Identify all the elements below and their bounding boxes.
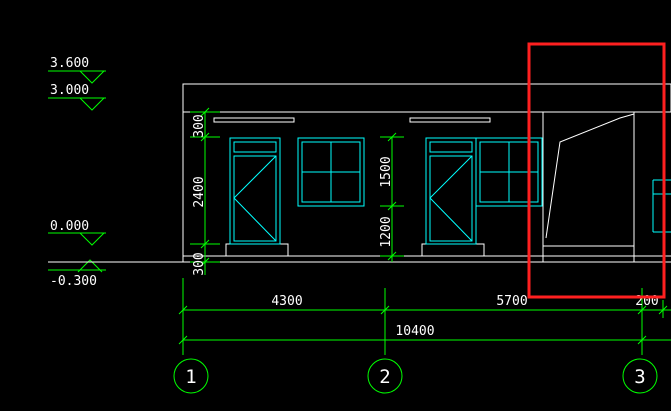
door-step-1 xyxy=(225,243,289,257)
level-label-3600: 3.600 xyxy=(50,56,89,71)
vertical-dimension-center xyxy=(380,132,404,262)
door-1 xyxy=(229,137,281,245)
level-marker-minus0300 xyxy=(48,259,106,273)
axis-bubble-3 xyxy=(622,358,658,394)
axis-label-3: 3 xyxy=(634,366,645,388)
door-step-2 xyxy=(421,243,485,257)
level-markers xyxy=(48,70,106,273)
grid-axis-bubbles xyxy=(173,358,658,394)
dim-10400: 10400 xyxy=(395,324,434,339)
dim-300-bottom: 300 xyxy=(192,252,207,275)
axis-bubble-1 xyxy=(173,358,209,394)
window-2 xyxy=(475,137,543,207)
level-marker-3000 xyxy=(48,97,106,111)
dim-4300: 4300 xyxy=(271,294,302,309)
window-1 xyxy=(297,137,365,207)
selection-highlight-box xyxy=(527,42,666,299)
level-marker-0000 xyxy=(48,232,106,246)
dim-300-top: 300 xyxy=(192,114,207,137)
horizontal-dimensions xyxy=(178,278,671,355)
dim-2400: 2400 xyxy=(192,176,207,207)
opening-sketch xyxy=(545,113,635,239)
door-2 xyxy=(425,137,477,245)
level-label-minus0300: -0.300 xyxy=(50,274,97,289)
axis-label-2: 2 xyxy=(379,366,390,388)
vertical-dimension-left xyxy=(190,107,220,275)
level-marker-3600 xyxy=(48,70,106,84)
axis-bubble-2 xyxy=(367,358,403,394)
level-label-3000: 3.000 xyxy=(50,83,89,98)
window-edge-right xyxy=(652,179,671,233)
dim-5700: 5700 xyxy=(496,294,527,309)
axis-label-1: 1 xyxy=(185,366,196,388)
building-outline xyxy=(182,83,671,262)
dim-1200: 1200 xyxy=(379,216,394,247)
sill-1 xyxy=(213,117,295,123)
sill-2 xyxy=(409,117,491,123)
level-label-0000: 0.000 xyxy=(50,219,89,234)
dim-1500: 1500 xyxy=(379,156,394,187)
roof-parapet xyxy=(182,83,671,113)
openings xyxy=(229,137,671,245)
